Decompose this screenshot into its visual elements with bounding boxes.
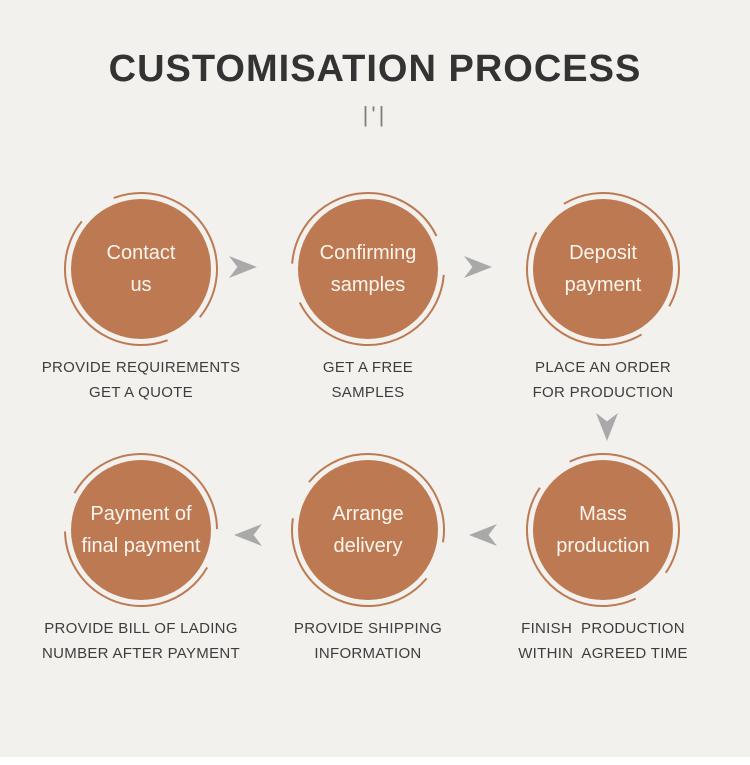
caption-line: PLACE AN ORDER	[535, 359, 671, 376]
circle-label: Mass production	[523, 450, 683, 610]
circle-line: samples	[330, 274, 406, 296]
circle-label: Contact us	[61, 189, 221, 349]
circle-line: Payment of	[90, 503, 192, 525]
caption-line: FOR PRODUCTION	[532, 384, 674, 401]
circle-line: production	[556, 535, 650, 557]
step-caption: PROVIDE SHIPPING INFORMATION	[294, 616, 442, 666]
step-circle: Arrange delivery	[288, 450, 448, 610]
bottom-white-strip	[0, 757, 750, 765]
step-caption: GET A FREE SAMPLES	[323, 355, 413, 405]
circle-graphic	[526, 453, 680, 607]
caption-line: GET A FREE	[322, 359, 414, 376]
caption-line: NUMBER AFTER PAYMENT	[42, 645, 240, 662]
step-circle: Payment of final payment	[61, 450, 221, 610]
caption-line: WITHIN AGREED TIME	[518, 645, 688, 662]
circle-label: Payment of final payment	[61, 450, 221, 610]
caption-line: GET A QUOTE	[89, 384, 193, 401]
step-confirming-samples: Confirming samples GET A FREE SAMPLES	[248, 189, 488, 405]
step-contact-us: Contact us PROVIDE REQUIREMENTS GET A QU…	[21, 189, 261, 405]
step-circle: Mass production	[523, 450, 683, 610]
step-circle: Contact us	[61, 189, 221, 349]
circle-line: delivery	[333, 535, 403, 557]
step-caption: PROVIDE REQUIREMENTS GET A QUOTE	[42, 355, 241, 405]
caption-line: PROVIDE BILL OF LADING	[44, 620, 238, 637]
circle-line: final payment	[81, 535, 201, 557]
circle-label: Arrange delivery	[288, 450, 448, 610]
step-mass-production: Mass production FINISH PRODUCTION WITHIN…	[483, 450, 723, 666]
circle-graphic	[526, 192, 680, 346]
caption-line: FINISH PRODUCTION	[521, 620, 685, 637]
caption-line: SAMPLES	[331, 384, 405, 401]
circle-graphic	[291, 452, 445, 607]
circle-graphic	[63, 453, 218, 607]
step-caption: PLACE AN ORDER FOR PRODUCTION	[533, 355, 674, 405]
circle-label: Confirming samples	[288, 189, 448, 349]
circle-line: us	[130, 274, 152, 296]
circle-line: payment	[564, 274, 642, 296]
step-caption: PROVIDE BILL OF LADING NUMBER AFTER PAYM…	[42, 616, 240, 666]
step-circle: Confirming samples	[288, 189, 448, 349]
step-caption: FINISH PRODUCTION WITHIN AGREED TIME	[518, 616, 688, 666]
circle-line: Mass	[579, 503, 627, 525]
page-title: CUSTOMISATION PROCESS	[108, 48, 642, 90]
circle-line: Contact	[106, 242, 176, 264]
circle-label: Deposit payment	[523, 189, 683, 349]
step-final-payment: Payment of final payment PROVIDE BILL OF…	[21, 450, 261, 666]
circle-graphic	[291, 192, 445, 346]
circle-line: Arrange	[332, 503, 404, 525]
caption-line: INFORMATION	[314, 645, 422, 662]
arrow-down-icon	[596, 413, 618, 441]
caption-line: PROVIDE REQUIREMENTS	[41, 359, 241, 376]
title-divider-icon: |'|	[362, 102, 388, 127]
step-circle: Deposit payment	[523, 189, 683, 349]
circle-line: Confirming	[319, 242, 417, 264]
caption-line: PROVIDE SHIPPING	[293, 620, 443, 637]
circle-line: Deposit	[569, 242, 637, 264]
circle-graphic	[64, 192, 218, 346]
step-arrange-delivery: Arrange delivery PROVIDE SHIPPING INFORM…	[248, 450, 488, 666]
step-deposit-payment: Deposit payment PLACE AN ORDER FOR PRODU…	[483, 189, 723, 405]
